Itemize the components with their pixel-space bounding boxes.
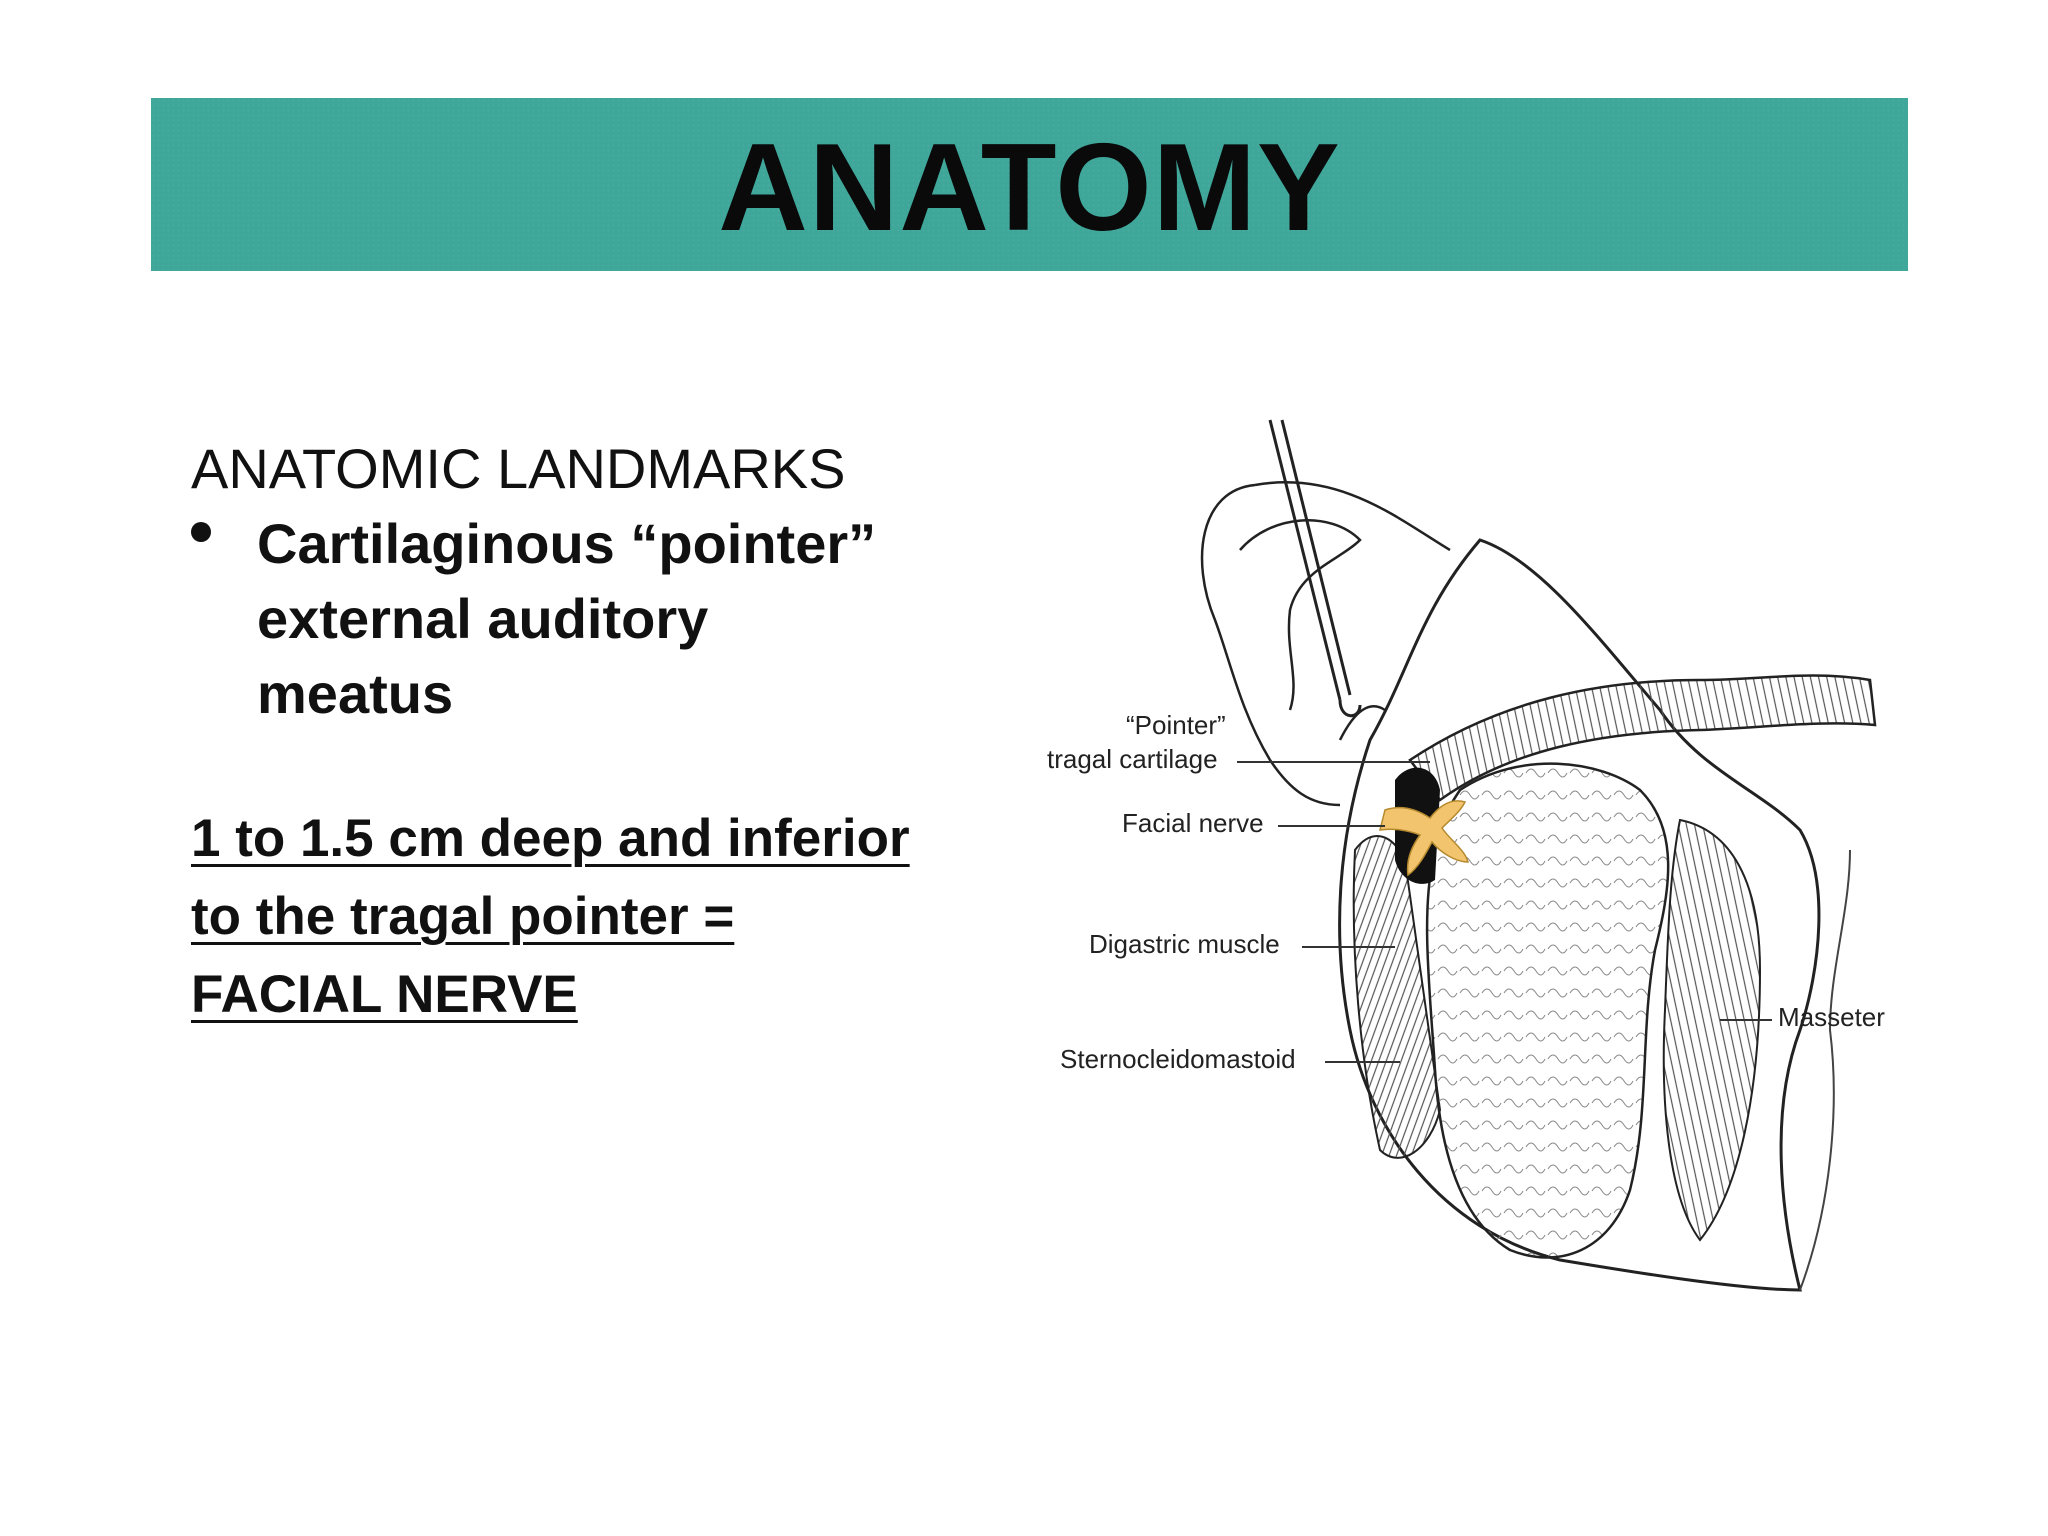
facial-nerve-note: 1 to 1.5 cm deep and inferior to the tra… bbox=[191, 800, 981, 1034]
facial-nerve-highlight bbox=[1378, 800, 1469, 877]
label-facial-nerve: Facial nerve bbox=[1122, 808, 1264, 838]
slide-title: ANATOMY bbox=[718, 118, 1341, 257]
illustration-drawing bbox=[1200, 419, 1877, 1292]
label-masseter: Masseter bbox=[1778, 1002, 1885, 1032]
label-digastric-muscle: Digastric muscle bbox=[1089, 929, 1280, 959]
title-banner: ANATOMY bbox=[151, 98, 1908, 271]
note-line-2: to the tragal pointer = bbox=[191, 887, 735, 946]
parotid-gland bbox=[1425, 762, 1670, 1259]
section-heading: ANATOMIC LANDMARKS bbox=[191, 437, 846, 500]
retractor-instrument bbox=[1268, 419, 1362, 718]
bullet-item: Cartilaginous “pointer” external auditor… bbox=[191, 506, 951, 731]
label-pointer: “Pointer” bbox=[1126, 710, 1226, 740]
parotid-anatomy-illustration: “Pointer” tragal cartilage Facial nerve … bbox=[1040, 410, 1920, 1310]
bullet-icon bbox=[191, 522, 211, 542]
skin-flap-band bbox=[1408, 674, 1877, 802]
note-line-1: 1 to 1.5 cm deep and inferior bbox=[191, 809, 910, 868]
label-leader-lines bbox=[1237, 761, 1772, 1063]
label-sternocleidomastoid: Sternocleidomastoid bbox=[1060, 1044, 1296, 1074]
note-line-3: FACIAL NERVE bbox=[191, 965, 578, 1024]
bullet-text: Cartilaginous “pointer” external auditor… bbox=[257, 512, 877, 725]
label-tragal-cartilage: tragal cartilage bbox=[1047, 744, 1218, 774]
